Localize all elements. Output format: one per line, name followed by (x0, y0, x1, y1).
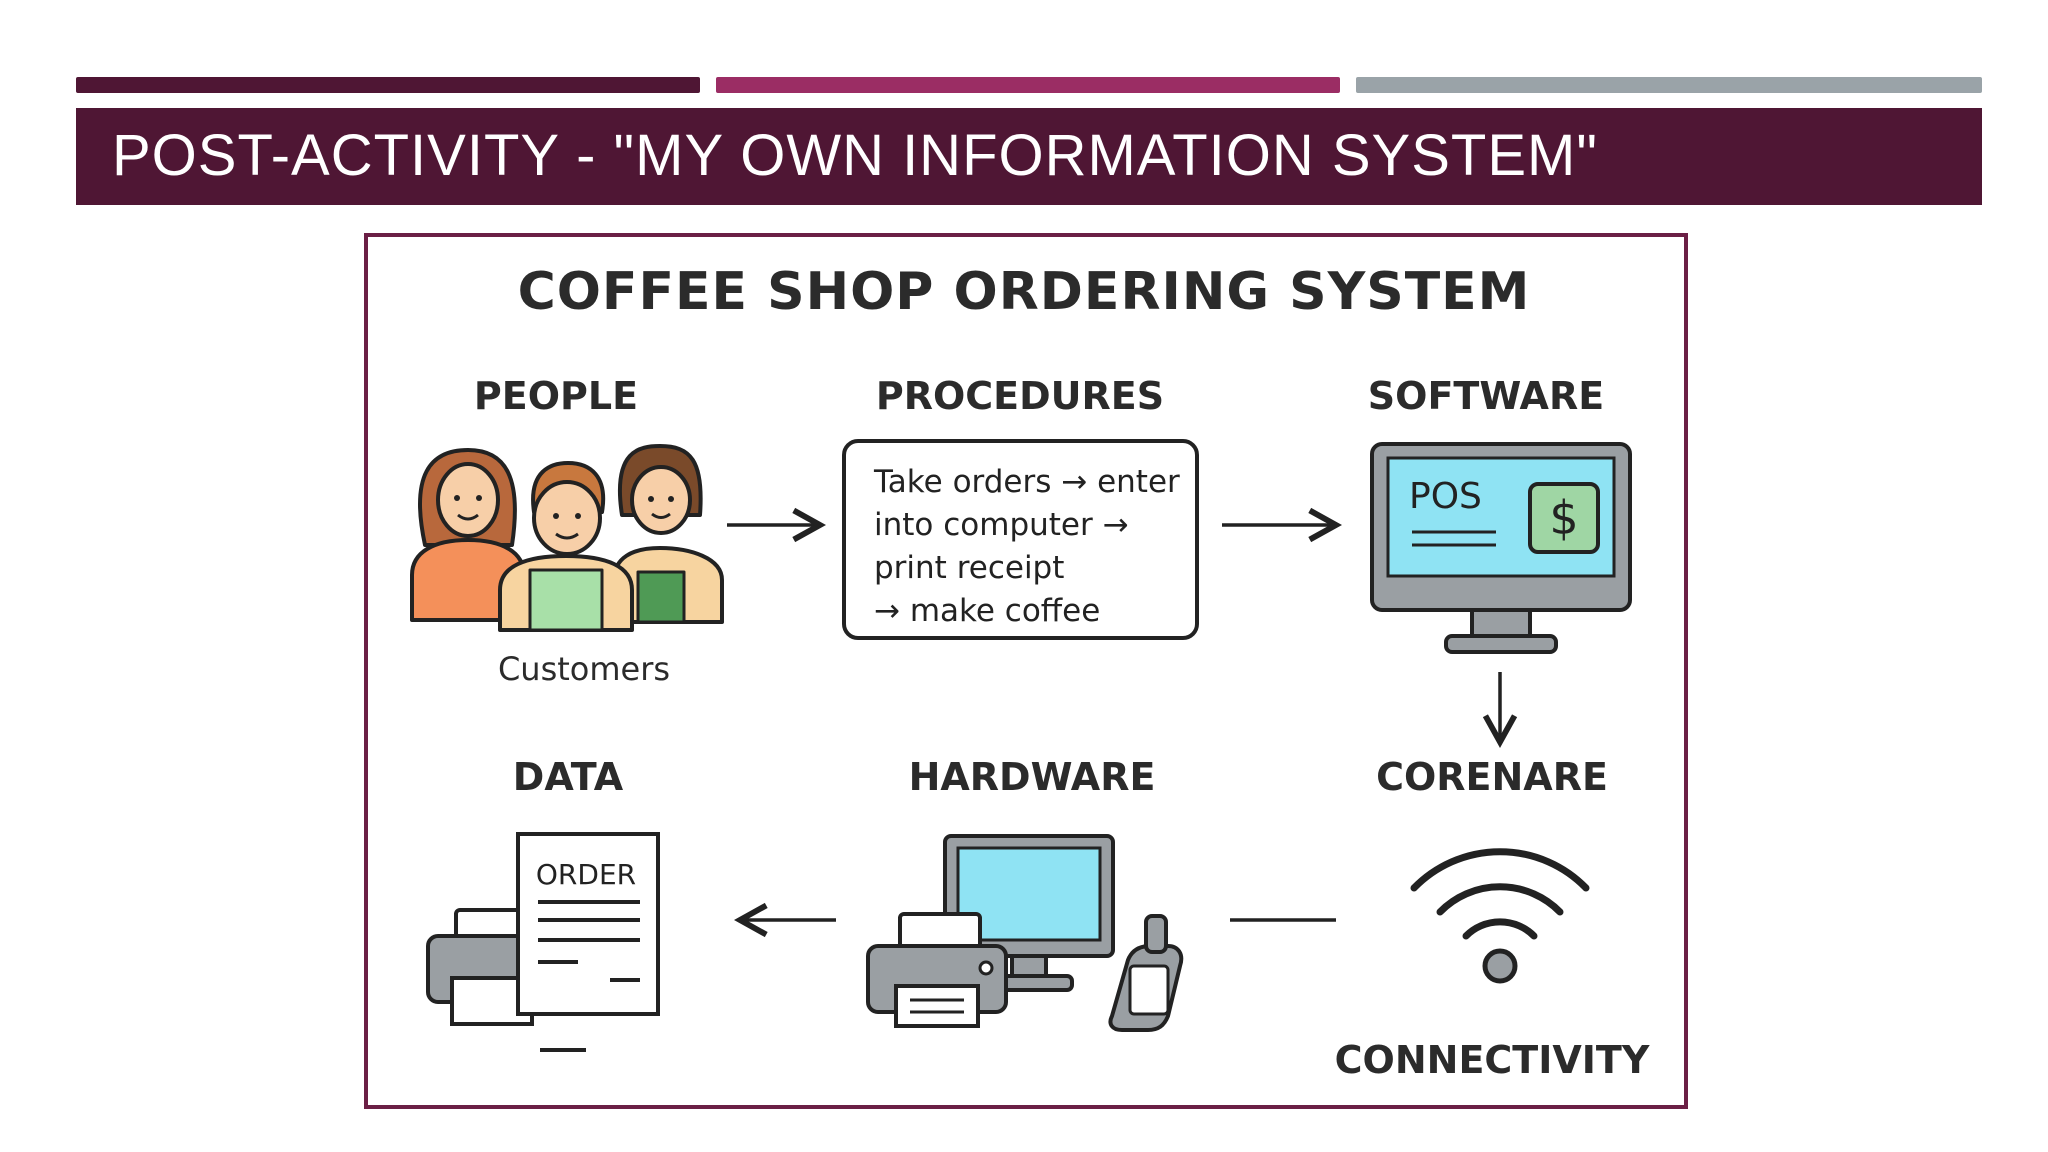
title-band (76, 108, 1982, 205)
pos-label: POS (1409, 476, 1482, 517)
wifi-icon (1410, 848, 1590, 984)
hardware-icon (866, 834, 1184, 1032)
software-heading: SOFTWARE (1367, 374, 1605, 418)
slide-title: POST-ACTIVITY - "MY OWN INFORMATION SYST… (112, 123, 1598, 188)
people-heading: PEOPLE (473, 374, 639, 418)
order-document-icon (426, 832, 660, 1052)
procedure-line: → make coffee (874, 593, 1101, 629)
procedure-line: print receipt (874, 550, 1065, 586)
accent-bar-3 (1356, 77, 1982, 93)
people-icon (410, 444, 724, 632)
accent-bar-2 (716, 77, 1340, 93)
diagram-title: COFFEE SHOP ORDERING SYSTEM (517, 262, 1531, 322)
procedure-line: into computer → (874, 507, 1129, 543)
procedure-line: Take orders → enter (874, 464, 1180, 500)
connectivity-heading: CONNECTIVITY (1334, 1038, 1650, 1082)
hardware-heading: HARDWARE (908, 755, 1156, 799)
data-heading: DATA (512, 755, 624, 799)
customers-caption: Customers (497, 650, 671, 688)
procedures-heading: PROCEDURES (875, 374, 1165, 418)
procedures-text: Take orders → enter into computer → prin… (874, 461, 1204, 633)
pos-monitor-icon (1370, 442, 1632, 654)
dollar-badge: $ (1549, 491, 1578, 545)
corenare-heading: CORENARE (1376, 755, 1608, 799)
accent-bar-1 (76, 77, 700, 93)
procedures-box: Take orders → enter into computer → prin… (842, 439, 1199, 640)
order-label: ORDER (536, 858, 636, 891)
diagram-frame (364, 233, 1688, 1109)
